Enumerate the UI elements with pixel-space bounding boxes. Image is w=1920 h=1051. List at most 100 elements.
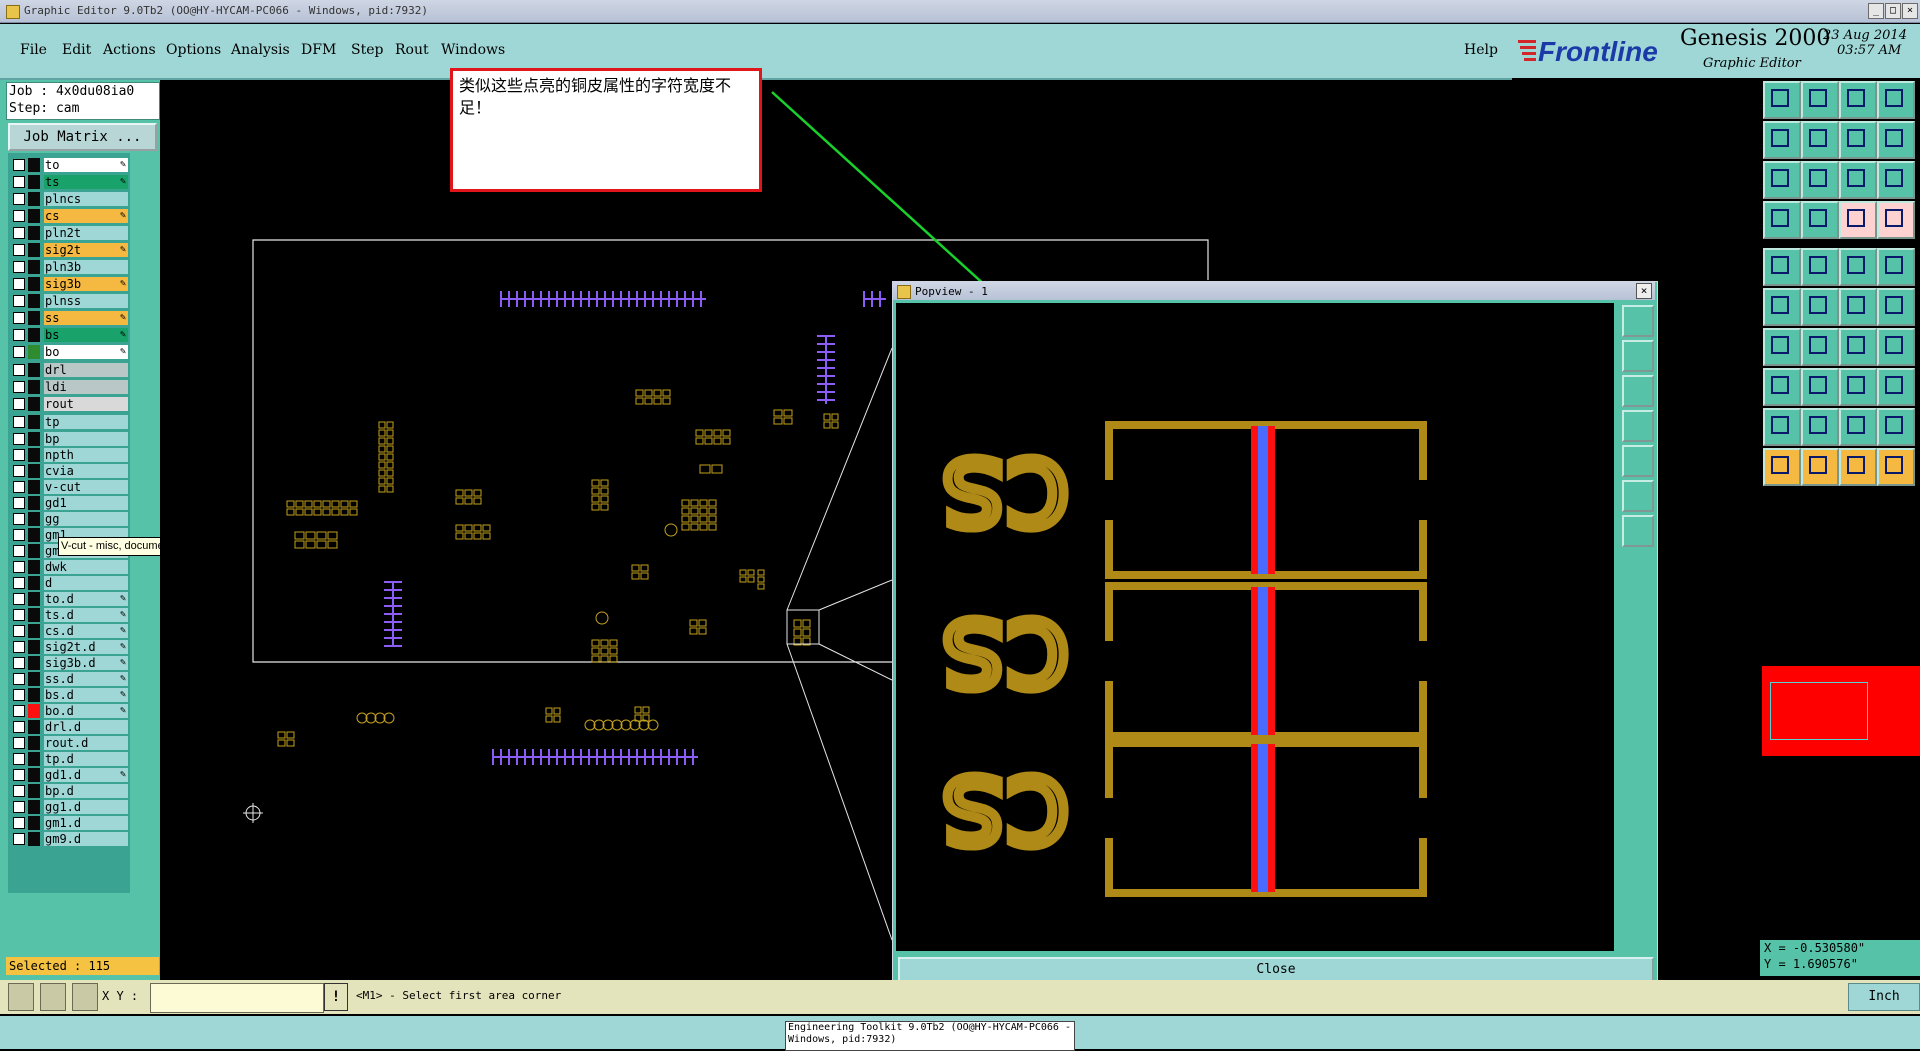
layer-checkbox[interactable] (13, 159, 25, 171)
layer-name[interactable]: gg1.d (44, 800, 128, 814)
layer-checkbox[interactable] (13, 833, 25, 845)
layer-row[interactable]: gg1.d (8, 799, 130, 815)
layer-name[interactable]: pln3b (44, 260, 128, 274)
layer-row[interactable]: cs.d✎ (8, 623, 130, 639)
layer-checkbox[interactable] (13, 497, 25, 509)
layer-row[interactable]: pln2t (8, 225, 130, 241)
layer-name[interactable]: v-cut (44, 480, 128, 494)
layer-name[interactable]: cvia (44, 464, 128, 478)
layer-checkbox[interactable] (13, 261, 25, 273)
layer-row[interactable]: sig2t✎ (8, 242, 130, 258)
layer-name[interactable]: plnss (44, 294, 128, 308)
layer-checkbox[interactable] (13, 416, 25, 428)
triangle-add-icon[interactable] (1801, 408, 1839, 446)
layer-row[interactable]: to✎ (8, 157, 130, 173)
layer-checkbox[interactable] (13, 244, 25, 256)
layer-checkbox[interactable] (13, 801, 25, 813)
fit-icon[interactable] (1763, 161, 1801, 199)
net-multi-icon[interactable] (1877, 201, 1915, 239)
pop-right-icon[interactable] (1622, 445, 1654, 477)
layer-name[interactable]: to.d✎ (44, 592, 128, 606)
layer-row[interactable]: plnss (8, 293, 130, 309)
layer-name[interactable]: bp.d (44, 784, 128, 798)
layer-name[interactable]: dwk (44, 560, 128, 574)
menu-file[interactable]: File (20, 42, 47, 58)
layer-checkbox[interactable] (13, 609, 25, 621)
layer-name[interactable]: pln2t (44, 226, 128, 240)
pop-zoom-icon[interactable] (1622, 305, 1654, 337)
layer-checkbox[interactable] (13, 364, 25, 376)
layer-name[interactable]: gm1.d (44, 816, 128, 830)
layer-row[interactable]: sig2t.d✎ (8, 639, 130, 655)
layer-checkbox[interactable] (13, 641, 25, 653)
layer-checkbox[interactable] (13, 312, 25, 324)
zoom-home-icon[interactable] (1763, 81, 1801, 119)
layer-row[interactable]: ss✎ (8, 310, 130, 326)
layer-name[interactable]: sig3b.d✎ (44, 656, 128, 670)
layer-row[interactable]: bs✎ (8, 327, 130, 343)
layer-checkbox[interactable] (13, 193, 25, 205)
layer-checkbox[interactable] (13, 529, 25, 541)
arc-node-icon[interactable] (1877, 288, 1915, 326)
layer-row[interactable]: bo✎ (8, 344, 130, 360)
layer-name[interactable]: tp.d (44, 752, 128, 766)
layer-row[interactable]: bp (8, 431, 130, 447)
layer-checkbox[interactable] (13, 465, 25, 477)
help-icon[interactable] (1877, 161, 1915, 199)
select-cursor-icon[interactable] (1801, 448, 1839, 486)
layer-row[interactable]: to.d✎ (8, 591, 130, 607)
layer-checkbox[interactable] (13, 513, 25, 525)
alert-icon[interactable]: ! (324, 983, 348, 1011)
connect-icon[interactable] (1763, 288, 1801, 326)
layer-name[interactable]: rout (44, 397, 128, 411)
split-view-icon[interactable] (1877, 121, 1915, 159)
layer-row[interactable]: gd1 (8, 495, 130, 511)
layer-checkbox[interactable] (13, 227, 25, 239)
layer-checkbox[interactable] (13, 577, 25, 589)
close-window-button[interactable]: × (1902, 3, 1918, 19)
layer-name[interactable]: drl (44, 363, 128, 377)
pick-cursor-icon[interactable] (1839, 448, 1877, 486)
layer-name[interactable]: bs✎ (44, 328, 128, 342)
layer-checkbox[interactable] (13, 398, 25, 410)
minimize-button[interactable]: _ (1868, 3, 1884, 19)
triangle-icon[interactable] (1763, 408, 1801, 446)
layer-row[interactable]: ldi (8, 379, 130, 395)
layer-name[interactable]: sig2t✎ (44, 243, 128, 257)
slot-icon[interactable] (1801, 368, 1839, 406)
layer-row[interactable]: tp (8, 414, 130, 430)
layer-checkbox[interactable] (13, 210, 25, 222)
layer-row[interactable]: plncs (8, 191, 130, 207)
job-matrix-button[interactable]: Job Matrix ... (8, 123, 157, 151)
layer-name[interactable]: tp (44, 415, 128, 429)
layer-name[interactable]: gg (44, 512, 128, 526)
grid-icon[interactable] (72, 983, 98, 1011)
square-pad-icon[interactable] (1763, 368, 1801, 406)
layer-checkbox[interactable] (13, 769, 25, 781)
dimension-icon[interactable] (1839, 368, 1877, 406)
layer-row[interactable]: gm1.d (8, 815, 130, 831)
layer-row[interactable]: ss.d✎ (8, 671, 130, 687)
layer-row[interactable]: dwk (8, 559, 130, 575)
layer-checkbox[interactable] (13, 625, 25, 637)
layer-name[interactable]: to✎ (44, 158, 128, 172)
layer-row[interactable]: d (8, 575, 130, 591)
layer-checkbox[interactable] (13, 817, 25, 829)
layer-checkbox[interactable] (13, 737, 25, 749)
layer-checkbox[interactable] (13, 433, 25, 445)
layer-name[interactable]: gd1.d✎ (44, 768, 128, 782)
layer-name[interactable]: sig2t.d✎ (44, 640, 128, 654)
scale-icon[interactable] (1839, 161, 1877, 199)
layer-row[interactable]: gd1.d✎ (8, 767, 130, 783)
menu-edit[interactable]: Edit (62, 42, 92, 58)
layer-checkbox[interactable] (13, 381, 25, 393)
layer-name[interactable]: drl.d (44, 720, 128, 734)
menu-options[interactable]: Options (166, 42, 222, 58)
layer-row[interactable]: drl (8, 362, 130, 378)
layer-row[interactable]: bs.d✎ (8, 687, 130, 703)
triangle-edit-icon[interactable] (1877, 408, 1915, 446)
move-cursor-icon[interactable] (1877, 448, 1915, 486)
layer-row[interactable]: ts.d✎ (8, 607, 130, 623)
layer-checkbox[interactable] (13, 689, 25, 701)
pop-pan-icon[interactable] (1622, 515, 1654, 547)
